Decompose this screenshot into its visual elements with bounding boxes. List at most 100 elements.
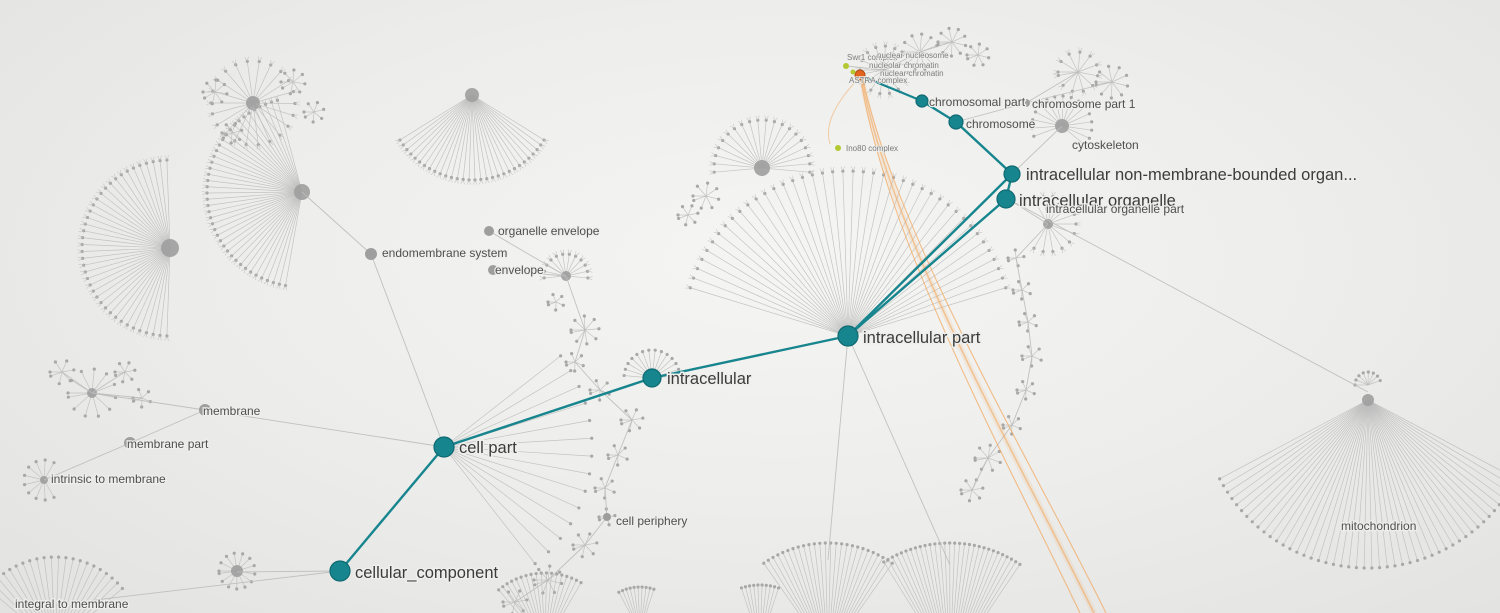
cluster-leaf-node[interactable]	[27, 465, 31, 469]
cluster-leaf-node[interactable]	[1026, 282, 1031, 286]
cluster-leaf-node[interactable]	[988, 443, 992, 447]
graph-node-cell_part[interactable]	[433, 436, 455, 458]
node-cluster[interactable]	[394, 88, 550, 185]
cluster-leaf-node[interactable]	[501, 600, 505, 604]
cluster-leaf-node[interactable]	[632, 585, 636, 589]
node-cluster[interactable]	[676, 204, 700, 227]
cluster-leaf-node[interactable]	[121, 380, 125, 384]
cluster-leaf-node[interactable]	[79, 369, 83, 374]
graph-node-gray[interactable]	[488, 265, 498, 275]
node-cluster[interactable]	[606, 444, 629, 467]
cluster-leaf-node[interactable]	[936, 53, 940, 58]
cluster-leaf-node[interactable]	[140, 405, 144, 409]
node-cluster[interactable]	[22, 458, 56, 502]
cluster-leaf-node[interactable]	[1385, 565, 1389, 569]
cluster-leaf-node[interactable]	[571, 543, 575, 547]
node-cluster[interactable]	[113, 361, 137, 384]
cluster-leaf-node[interactable]	[1028, 292, 1032, 296]
cluster-leaf-node[interactable]	[959, 488, 963, 492]
cluster-leaf-node[interactable]	[1032, 314, 1037, 318]
cluster-leaf-node[interactable]	[960, 492, 964, 496]
cluster-leaf-node[interactable]	[98, 567, 102, 572]
cluster-leaf-node[interactable]	[712, 162, 716, 166]
cluster-leaf-node[interactable]	[120, 586, 125, 591]
cluster-leaf-node[interactable]	[612, 490, 616, 494]
cluster-leaf-node[interactable]	[413, 156, 417, 160]
cluster-leaf-node[interactable]	[625, 457, 629, 461]
cluster-leaf-node[interactable]	[541, 591, 545, 595]
cluster-leaf-node[interactable]	[591, 552, 595, 556]
cluster-hub-node[interactable]	[246, 96, 260, 110]
cluster-leaf-node[interactable]	[909, 547, 913, 551]
node-cluster[interactable]	[1053, 47, 1103, 97]
graph-node-lime[interactable]	[835, 145, 841, 151]
cluster-leaf-node[interactable]	[871, 550, 875, 555]
cluster-leaf-node[interactable]	[1423, 556, 1427, 560]
cluster-leaf-node[interactable]	[670, 356, 674, 361]
cluster-leaf-node[interactable]	[558, 536, 562, 541]
cluster-leaf-node[interactable]	[22, 473, 27, 477]
cluster-leaf-node[interactable]	[288, 92, 292, 96]
cluster-leaf-node[interactable]	[622, 373, 626, 378]
cluster-leaf-node[interactable]	[1470, 530, 1474, 534]
cluster-leaf-node[interactable]	[570, 576, 574, 580]
cluster-leaf-node[interactable]	[203, 96, 207, 100]
cluster-leaf-node[interactable]	[243, 585, 247, 589]
cluster-leaf-node[interactable]	[146, 390, 151, 394]
cluster-leaf-node[interactable]	[1415, 558, 1420, 563]
cluster-leaf-node[interactable]	[35, 557, 39, 561]
node-cluster[interactable]	[593, 477, 616, 500]
cluster-leaf-node[interactable]	[1119, 93, 1124, 97]
cluster-leaf-node[interactable]	[1117, 66, 1121, 70]
cluster-leaf-node[interactable]	[786, 548, 790, 553]
cluster-leaf-node[interactable]	[574, 578, 579, 582]
cluster-leaf-node[interactable]	[473, 178, 477, 182]
cluster-leaf-node[interactable]	[1061, 94, 1065, 98]
cluster-leaf-node[interactable]	[1451, 543, 1455, 547]
cluster-leaf-node[interactable]	[1033, 110, 1038, 114]
cluster-leaf-node[interactable]	[1007, 415, 1011, 419]
node-cluster[interactable]	[220, 122, 244, 145]
cluster-leaf-node[interactable]	[607, 523, 611, 527]
cluster-leaf-node[interactable]	[641, 350, 645, 354]
cluster-leaf-node[interactable]	[967, 499, 972, 503]
cluster-leaf-node[interactable]	[895, 553, 899, 557]
cluster-leaf-node[interactable]	[653, 348, 657, 352]
cluster-leaf-node[interactable]	[644, 585, 648, 590]
cluster-leaf-node[interactable]	[219, 561, 223, 565]
cluster-leaf-node[interactable]	[866, 548, 870, 553]
cluster-leaf-node[interactable]	[281, 86, 285, 90]
node-cluster[interactable]	[217, 551, 257, 591]
cluster-leaf-node[interactable]	[589, 391, 593, 396]
cluster-leaf-node[interactable]	[665, 352, 669, 357]
cluster-leaf-node[interactable]	[306, 102, 310, 106]
cluster-leaf-node[interactable]	[958, 541, 962, 545]
cluster-leaf-node[interactable]	[1457, 539, 1462, 543]
cluster-hub-node[interactable]	[1362, 394, 1374, 406]
cluster-leaf-node[interactable]	[544, 571, 549, 575]
cluster-leaf-node[interactable]	[776, 553, 780, 557]
cluster-leaf-node[interactable]	[533, 583, 537, 587]
cluster-leaf-node[interactable]	[64, 556, 68, 560]
cluster-leaf-node[interactable]	[768, 584, 773, 588]
cluster-leaf-node[interactable]	[1038, 103, 1043, 107]
cluster-leaf-node[interactable]	[594, 337, 598, 341]
cluster-leaf-node[interactable]	[818, 541, 822, 545]
cluster-leaf-node[interactable]	[534, 571, 538, 576]
cluster-leaf-node[interactable]	[561, 303, 565, 307]
cluster-leaf-node[interactable]	[83, 414, 87, 418]
cluster-leaf-node[interactable]	[747, 584, 752, 588]
cluster-leaf-node[interactable]	[918, 545, 922, 549]
cluster-leaf-node[interactable]	[958, 51, 962, 55]
cluster-leaf-node[interactable]	[696, 211, 700, 215]
cluster-leaf-node[interactable]	[1262, 530, 1266, 534]
cluster-leaf-node[interactable]	[1107, 64, 1111, 68]
cluster-leaf-node[interactable]	[1083, 105, 1087, 109]
cluster-leaf-node[interactable]	[532, 578, 536, 582]
cluster-leaf-node[interactable]	[634, 408, 638, 412]
cluster-leaf-node[interactable]	[674, 361, 678, 366]
cluster-leaf-node[interactable]	[527, 156, 531, 160]
cluster-leaf-node[interactable]	[581, 364, 585, 368]
node-cluster[interactable]	[564, 352, 585, 373]
